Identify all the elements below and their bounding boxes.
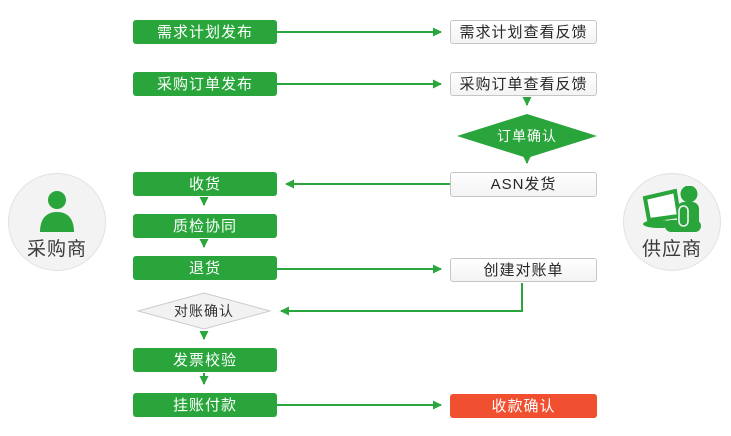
- actor-supplier: 供应商: [623, 173, 721, 271]
- node-asn-ship: ASN发货: [450, 172, 597, 197]
- node-order-confirm: 订单确认: [457, 114, 597, 158]
- node-receipt-confirm: 收款确认: [450, 394, 597, 418]
- person-laptop-icon: [641, 186, 703, 232]
- node-return-goods: 退货: [133, 256, 277, 280]
- node-receive: 收货: [133, 172, 277, 196]
- actor-buyer: 采购商: [8, 173, 106, 271]
- node-demand-plan-publish: 需求计划发布: [133, 20, 277, 44]
- node-quality-check: 质检协同: [133, 214, 277, 238]
- edge-statement-to-confirm: [280, 283, 523, 316]
- node-po-publish: 采购订单发布: [133, 72, 277, 96]
- node-po-feedback: 采购订单查看反馈: [450, 72, 597, 96]
- actor-buyer-label: 采购商: [26, 239, 87, 260]
- node-order-confirm-label: 订单确认: [497, 128, 557, 144]
- node-demand-plan-feedback: 需求计划查看反馈: [450, 20, 597, 44]
- node-statement-confirm: 对账确认: [136, 292, 272, 330]
- actor-supplier-label: 供应商: [641, 239, 702, 260]
- person-icon: [37, 186, 77, 232]
- node-book-payment: 挂账付款: [133, 393, 277, 417]
- node-create-statement: 创建对账单: [450, 258, 597, 282]
- node-statement-confirm-label: 对账确认: [174, 303, 234, 319]
- node-invoice-verify: 发票校验: [133, 348, 277, 372]
